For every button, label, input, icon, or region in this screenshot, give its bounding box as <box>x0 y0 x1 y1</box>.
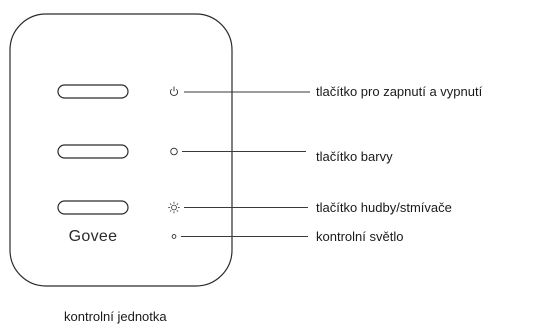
music-dimmer-button-label: tlačítko hudby/stmívače <box>316 200 452 215</box>
power-icon <box>169 86 179 96</box>
color-icon <box>170 147 178 156</box>
sun-icon <box>168 201 180 214</box>
color-button-label: tlačítko barvy <box>316 149 393 164</box>
indicator-light-icon <box>171 234 177 239</box>
indicator-light-label: kontrolní světlo <box>316 229 404 244</box>
power-button-label: tlačítko pro zapnutí a vypnutí <box>316 84 483 99</box>
power-button <box>57 84 129 99</box>
control-unit-caption: kontrolní jednotka <box>64 309 167 324</box>
color-button <box>57 144 129 159</box>
music-dimmer-button <box>57 200 129 215</box>
brand-logo: Govee <box>68 228 118 245</box>
